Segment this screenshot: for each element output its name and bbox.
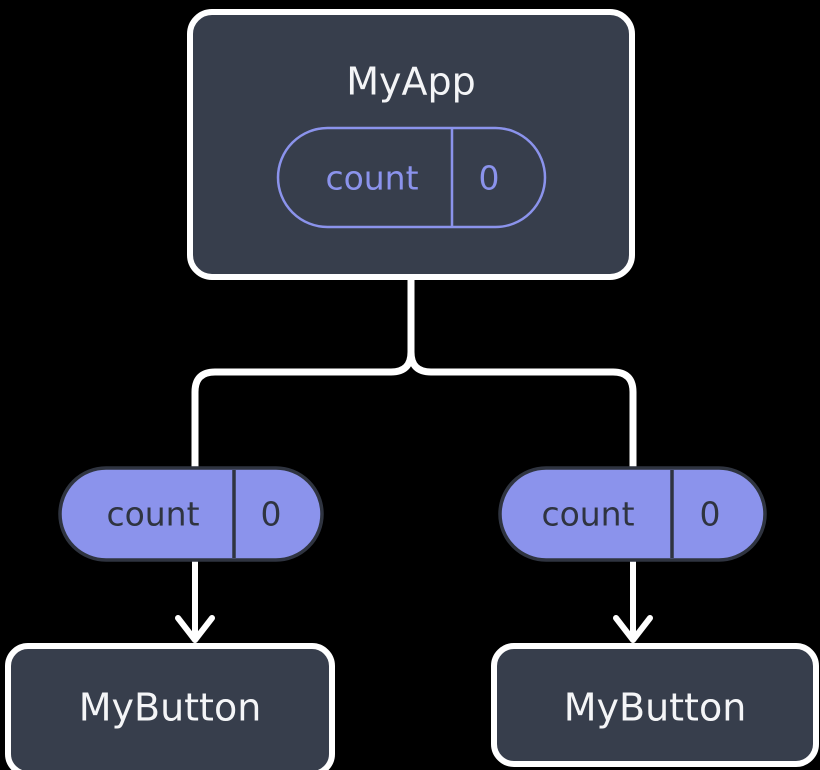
- arrowhead-left: [175, 615, 215, 643]
- node-pill-right[interactable]: count 0: [498, 466, 767, 562]
- node-myapp[interactable]: MyApp count 0: [187, 9, 635, 280]
- pill-left-key: count: [106, 495, 199, 534]
- edge-arrow-pill-right-to-button-right: [613, 560, 653, 643]
- mybutton-right-box[interactable]: [491, 643, 819, 767]
- fork-left-branch: [191, 273, 415, 472]
- myapp-pill-outline[interactable]: [276, 126, 547, 229]
- pill-right-key: count: [541, 495, 634, 534]
- node-mybutton-left[interactable]: MyButton: [5, 643, 335, 770]
- edge-arrow-pill-left-to-button-left: [175, 560, 215, 643]
- myapp-box[interactable]: [187, 9, 635, 280]
- arrowhead-right: [613, 615, 653, 643]
- node-pill-left[interactable]: count 0: [58, 466, 324, 562]
- pill-left-value: 0: [261, 495, 282, 534]
- myapp-pill-value: 0: [479, 159, 500, 198]
- mybutton-left-box[interactable]: [5, 643, 335, 770]
- mybutton-right-label: MyButton: [564, 686, 747, 730]
- node-mybutton-right[interactable]: MyButton: [491, 643, 819, 767]
- edge-fork-myapp-to-pills: [191, 273, 637, 472]
- myapp-state-pill[interactable]: count 0: [276, 126, 547, 229]
- mybutton-left-label: MyButton: [79, 686, 262, 730]
- pill-right-body[interactable]: [498, 466, 767, 562]
- pill-right-value: 0: [700, 495, 721, 534]
- myapp-label: MyApp: [346, 60, 476, 104]
- pill-left-body[interactable]: [58, 466, 324, 562]
- myapp-pill-key: count: [325, 159, 418, 198]
